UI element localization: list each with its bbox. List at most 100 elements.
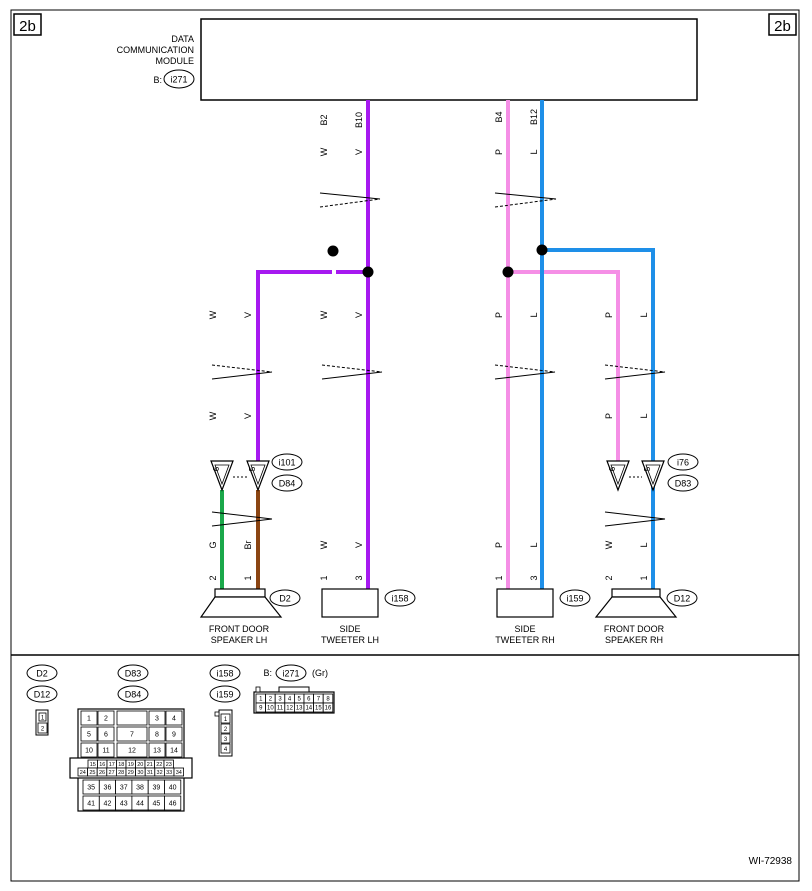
legend-2pin-1: 1 bbox=[41, 716, 45, 722]
i271-pin-3: 3 bbox=[278, 697, 282, 703]
d83-pin-7-cell bbox=[116, 726, 148, 742]
wire-label-rh-p2: P bbox=[604, 413, 614, 419]
wire-violet-branch-lh bbox=[256, 270, 332, 462]
d83-pin-45: 45 bbox=[152, 800, 160, 807]
d83-pin-40: 40 bbox=[169, 784, 177, 791]
d83-pin-39: 39 bbox=[152, 784, 160, 791]
wire-label-lh-v2: V bbox=[243, 413, 253, 419]
tweeter-rh-label-line-1: SIDE bbox=[514, 624, 535, 634]
junction-dot-violet bbox=[362, 266, 374, 278]
d83-pin-4-cell bbox=[165, 710, 183, 726]
d83-pin-16: 16 bbox=[99, 762, 105, 768]
wire-color-labels: W V W V P L P L W V P L G Br W V P L W L bbox=[208, 310, 649, 549]
d83-pin-10-cell bbox=[80, 742, 98, 758]
front-door-speaker-lh: 2 1 D2 FRONT DOOR SPEAKER LH bbox=[199, 575, 301, 645]
d83-pin-30: 30 bbox=[137, 770, 143, 776]
i271-pin-11: 11 bbox=[277, 706, 284, 712]
wire-label-tr-p3: P bbox=[494, 542, 504, 548]
pin-b12-label: B12 bbox=[529, 109, 539, 125]
d83-pin-40-cell bbox=[164, 779, 182, 795]
d83-pin-44: 44 bbox=[136, 800, 144, 807]
speaker-rh-cone bbox=[594, 596, 678, 618]
tweeter-rh-pin-1: 1 bbox=[494, 575, 504, 580]
tweeter-rh-label-line-2: TWEETER RH bbox=[495, 635, 555, 645]
i271-pin-7: 7 bbox=[317, 697, 321, 703]
d83-pin-26: 26 bbox=[99, 770, 105, 776]
d83-pin-13-cell bbox=[148, 742, 166, 758]
i271-pin-16-cell bbox=[322, 702, 334, 713]
d83-pin-41: 41 bbox=[87, 800, 95, 807]
speaker-lh-cone bbox=[199, 596, 283, 618]
tweeter-rh-pin-3: 3 bbox=[529, 575, 539, 580]
legend-d12-id: D12 bbox=[34, 690, 51, 700]
speaker-rh-magnet bbox=[611, 588, 661, 598]
wire-color-b10: V bbox=[354, 149, 364, 155]
d83-pin-6: 6 bbox=[104, 731, 108, 738]
d83-pin-27: 27 bbox=[109, 770, 115, 776]
page-tag-right: 2b bbox=[768, 13, 797, 36]
legend-4pin-3: 3 bbox=[224, 737, 228, 743]
inline-right-id-bottom: D83 bbox=[675, 479, 692, 489]
d83-pin-18: 18 bbox=[118, 762, 124, 768]
wire-label-tl-w: W bbox=[319, 310, 329, 319]
inline-right-id-top: i76 bbox=[677, 458, 689, 468]
legend-4pin-2: 2 bbox=[224, 727, 228, 733]
d83-pin-34-cell bbox=[173, 767, 185, 777]
wire-label-lh-g: G bbox=[208, 541, 218, 548]
i271-pin-14: 14 bbox=[305, 706, 312, 712]
inline-connector-left: 6 5 i101 D84 bbox=[210, 453, 303, 492]
d83-pin-29: 29 bbox=[128, 770, 134, 776]
d83-pin-8-cell bbox=[148, 726, 166, 742]
wire-label-lh-w1: W bbox=[208, 310, 218, 319]
wire-color-b12: L bbox=[529, 149, 539, 154]
wire-label-rh-l3: L bbox=[639, 542, 649, 547]
d83-pin-22: 22 bbox=[156, 762, 162, 768]
module-title-line-1: DATA bbox=[171, 34, 194, 44]
legend-i158-id: i158 bbox=[216, 669, 233, 679]
d83-pin-5-cell bbox=[80, 726, 98, 742]
legend-d84-id: D84 bbox=[125, 690, 142, 700]
legend-4pin-4: 4 bbox=[224, 747, 228, 753]
wire-label-rh-p1: P bbox=[604, 312, 614, 318]
speaker-rh-connector-id: D12 bbox=[674, 594, 691, 604]
d83-pin-19: 19 bbox=[128, 762, 134, 768]
wire-color-b4: P bbox=[494, 149, 504, 155]
wire-label-tl-v: V bbox=[354, 312, 364, 318]
d83-pin-3: 3 bbox=[155, 715, 159, 722]
d83-pin-13: 13 bbox=[153, 747, 161, 754]
legend-2pin-2: 2 bbox=[41, 727, 45, 733]
d83-pin-23: 23 bbox=[166, 762, 172, 768]
wire-label-rh-l1: L bbox=[639, 312, 649, 317]
junction-dot-w bbox=[327, 245, 339, 257]
wire-label-tr-p: P bbox=[494, 312, 504, 318]
wire-label-tl-w3: W bbox=[319, 540, 329, 549]
d83-pin-38: 38 bbox=[136, 784, 144, 791]
speaker-lh-label-line-1: FRONT DOOR bbox=[209, 624, 270, 634]
d83-pin-46: 46 bbox=[169, 800, 177, 807]
d83-pin-15: 15 bbox=[90, 762, 96, 768]
i271-pin-5: 5 bbox=[298, 697, 302, 703]
d83-pin-10: 10 bbox=[85, 747, 93, 754]
d83-pin-1: 1 bbox=[87, 715, 91, 722]
d83-pin-blank-cell bbox=[116, 710, 148, 726]
d83-pin-12-cell bbox=[116, 742, 148, 758]
legend-i271-color: (Gr) bbox=[312, 668, 328, 678]
speaker-rh-pin-2: 2 bbox=[604, 575, 614, 580]
wire-color-b2: W bbox=[319, 147, 329, 156]
tweeter-rh-body bbox=[496, 588, 554, 618]
wire-label-rh-l2: L bbox=[639, 413, 649, 418]
d83-pin-36: 36 bbox=[104, 784, 112, 791]
tweeter-rh-connector-badge bbox=[559, 589, 591, 607]
inline-left-id-top: i101 bbox=[278, 458, 295, 468]
d83-pin-35: 35 bbox=[87, 784, 95, 791]
speaker-rh-pin-1: 1 bbox=[639, 575, 649, 580]
i271-pin-1: 1 bbox=[259, 697, 263, 703]
legend-d2-id: D2 bbox=[36, 669, 48, 679]
speaker-lh-connector-id: D2 bbox=[279, 594, 291, 604]
d83-pin-28: 28 bbox=[118, 770, 124, 776]
speaker-lh-label-line-2: SPEAKER LH bbox=[211, 635, 268, 645]
module-connector-badge bbox=[163, 69, 195, 89]
page-tag-right-text: 2b bbox=[774, 18, 791, 35]
